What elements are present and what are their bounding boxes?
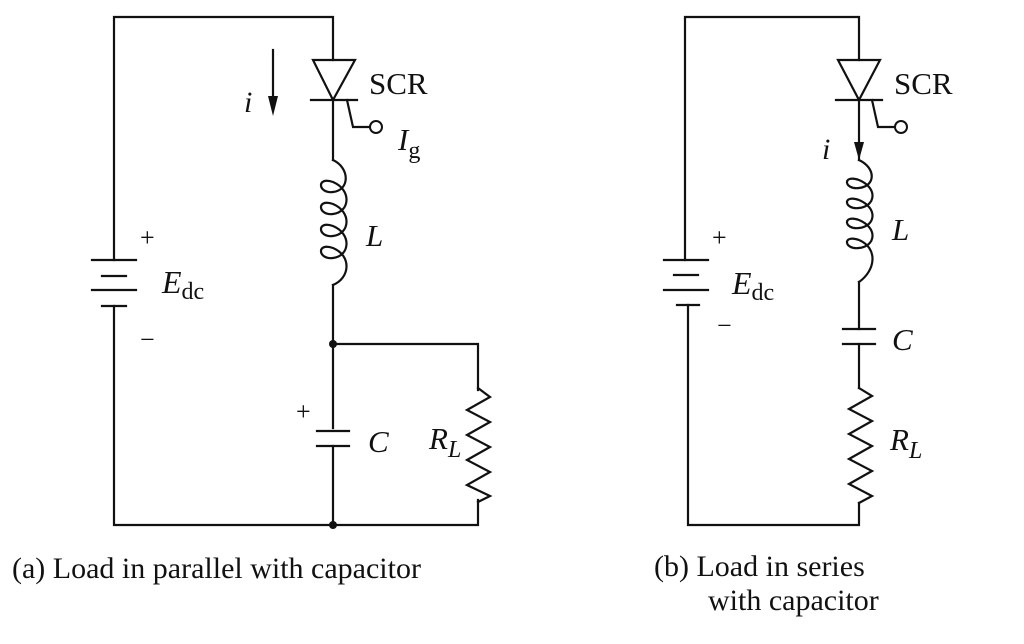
battery-icon	[662, 258, 710, 307]
wire-top-b	[683, 15, 861, 262]
source-plus-label: +	[140, 223, 155, 252]
load-label: RL	[428, 421, 461, 463]
battery-icon	[90, 258, 138, 308]
resistor-icon	[846, 386, 875, 505]
inductor-coil-icon	[319, 158, 348, 287]
source-minus-label: −	[717, 311, 732, 340]
load-label: RL	[889, 422, 922, 464]
caption-a: (a) Load in parallel with capacitor	[12, 552, 421, 585]
caption-b-line2: with capacitor	[708, 584, 879, 617]
wire-bottom-a	[112, 304, 480, 527]
resistor-icon	[464, 386, 493, 504]
capacitor-label: C	[368, 424, 389, 459]
wire-bottom-b	[686, 303, 861, 527]
source-minus-label: −	[140, 325, 155, 354]
inductor-label: L	[365, 218, 383, 253]
scr-thyristor-icon	[309, 58, 383, 134]
source-label: Edc	[161, 264, 204, 305]
scr-label: SCR	[894, 66, 953, 101]
gate-current-label: Ig	[397, 122, 420, 164]
wire-node-load-a	[331, 342, 480, 392]
panel-a-circuit: SCR i Ig L + Edc − + C RL	[90, 15, 493, 529]
current-arrow-icon	[854, 142, 864, 160]
current-label: i	[822, 133, 830, 166]
caption-b-line1: (b) Load in series	[654, 550, 865, 583]
capacitor-icon	[315, 429, 351, 448]
wire-top-a	[112, 15, 335, 262]
capacitor-icon	[841, 327, 877, 346]
capacitor-label: C	[892, 322, 913, 357]
scr-label: SCR	[369, 66, 428, 101]
inductor-label: L	[891, 212, 909, 247]
source-plus-label: +	[712, 223, 727, 252]
panel-b-circuit: SCR i L + Edc − C RL	[662, 15, 953, 527]
junction-dot-top	[329, 340, 337, 348]
inductor-coil-icon	[845, 158, 874, 284]
current-label: i	[244, 86, 252, 119]
cap-plus-label: +	[296, 397, 311, 426]
source-label: Edc	[731, 265, 774, 306]
current-arrow-icon	[268, 48, 278, 116]
